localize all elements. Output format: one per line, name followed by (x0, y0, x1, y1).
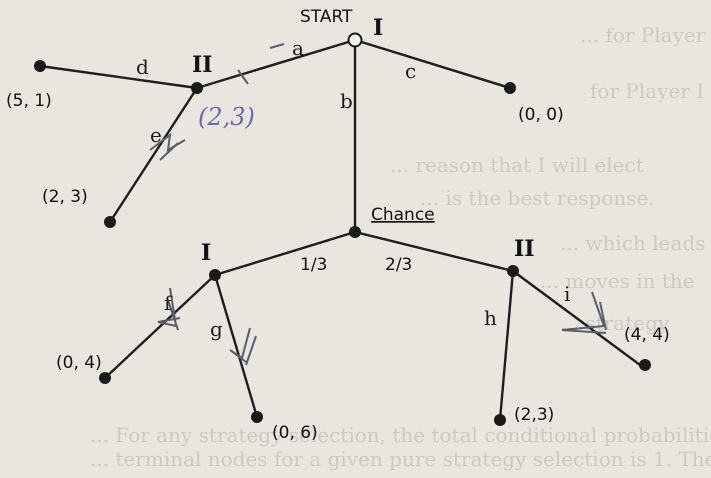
edge-d-line (39, 64, 198, 90)
terminal-node-d (34, 60, 46, 72)
chance-node (349, 226, 361, 238)
edge-h-line (498, 270, 515, 421)
player-ii-label-bottom: II (514, 236, 535, 262)
edge-labels: a b c d e f g h i 1/3 2/3 (136, 36, 570, 341)
terminal-node-f (99, 372, 111, 384)
handwritten-payoff-annotation: (2,3) (198, 103, 255, 131)
edge-b-label: b (340, 89, 353, 113)
player-ii-node-top (191, 82, 203, 94)
edge-f-label: f (164, 291, 173, 315)
terminal-node-c (504, 82, 516, 94)
tree-nodes (34, 32, 651, 426)
edge-chance-left-line (214, 230, 356, 277)
scribble-top (237, 43, 285, 85)
ghost-line-2: for Player I (590, 79, 704, 103)
pencil-marks (149, 43, 607, 366)
edge-i-label: i (564, 282, 570, 306)
player-i-node-bottom (209, 269, 221, 281)
player-ii-label-top: II (192, 52, 213, 78)
edge-g-label: g (210, 317, 223, 341)
chance-prob-right: 2/3 (385, 255, 412, 275)
terminal-node-h (494, 414, 506, 426)
edge-f-line (104, 274, 216, 379)
terminal-node-e (104, 216, 116, 228)
chance-prob-left: 1/3 (300, 255, 327, 275)
player-ii-node-bottom (507, 265, 519, 277)
payoff-f: (0, 4) (56, 353, 102, 373)
edge-g-line (213, 274, 259, 418)
edge-a-label: a (292, 36, 304, 60)
edge-chance-right-line (354, 230, 514, 273)
edge-a-line (196, 38, 356, 90)
edge-c-label: c (405, 59, 416, 83)
ghost-line-5: ... which leads to (560, 231, 711, 255)
payoff-d: (5, 1) (6, 91, 52, 111)
payoff-e: (2, 3) (42, 187, 88, 207)
scribble-e (149, 132, 186, 161)
player-i-label-top: I (373, 15, 383, 41)
payoff-g: (0, 6) (272, 423, 318, 443)
chance-label: Chance (371, 205, 435, 225)
bleed-through-text: ... for Player II for Player I ... reaso… (90, 23, 711, 471)
edge-h-label: h (484, 306, 497, 330)
ghost-line-1: ... for Player II (580, 23, 711, 47)
scribble-i (561, 291, 607, 334)
tree-edges (39, 38, 641, 421)
payoff-labels: (5, 1) (2, 3) (0, 0) (0, 4) (0, 6) (2,3)… (6, 91, 670, 443)
start-node (347, 32, 363, 48)
scribble-g (229, 327, 257, 366)
edge-c-line (354, 38, 511, 90)
payoff-i: (4, 4) (624, 325, 670, 345)
ghost-line-6: ... moves in the (540, 269, 695, 293)
ghost-line-9: ... terminal nodes for a given pure stra… (90, 447, 711, 471)
terminal-node-g (251, 411, 263, 423)
payoff-c: (0, 0) (518, 105, 564, 125)
start-label: START (300, 7, 353, 27)
ghost-line-8: ... For any strategy selection, the tota… (90, 423, 711, 447)
edge-i-line (512, 270, 641, 366)
terminal-node-i (639, 359, 651, 371)
edge-d-label: d (136, 55, 149, 79)
player-i-label-bottom: I (201, 240, 211, 266)
ghost-line-3: ... reason that I will elect (390, 153, 644, 177)
edge-e-label: e (150, 123, 162, 147)
scribble-f (157, 287, 181, 331)
ghost-line-4: ... is the best response. (420, 186, 655, 210)
edge-e-line (108, 87, 199, 223)
payoff-h: (2,3) (514, 405, 554, 425)
node-labels: START I II Chance I II (192, 7, 535, 266)
